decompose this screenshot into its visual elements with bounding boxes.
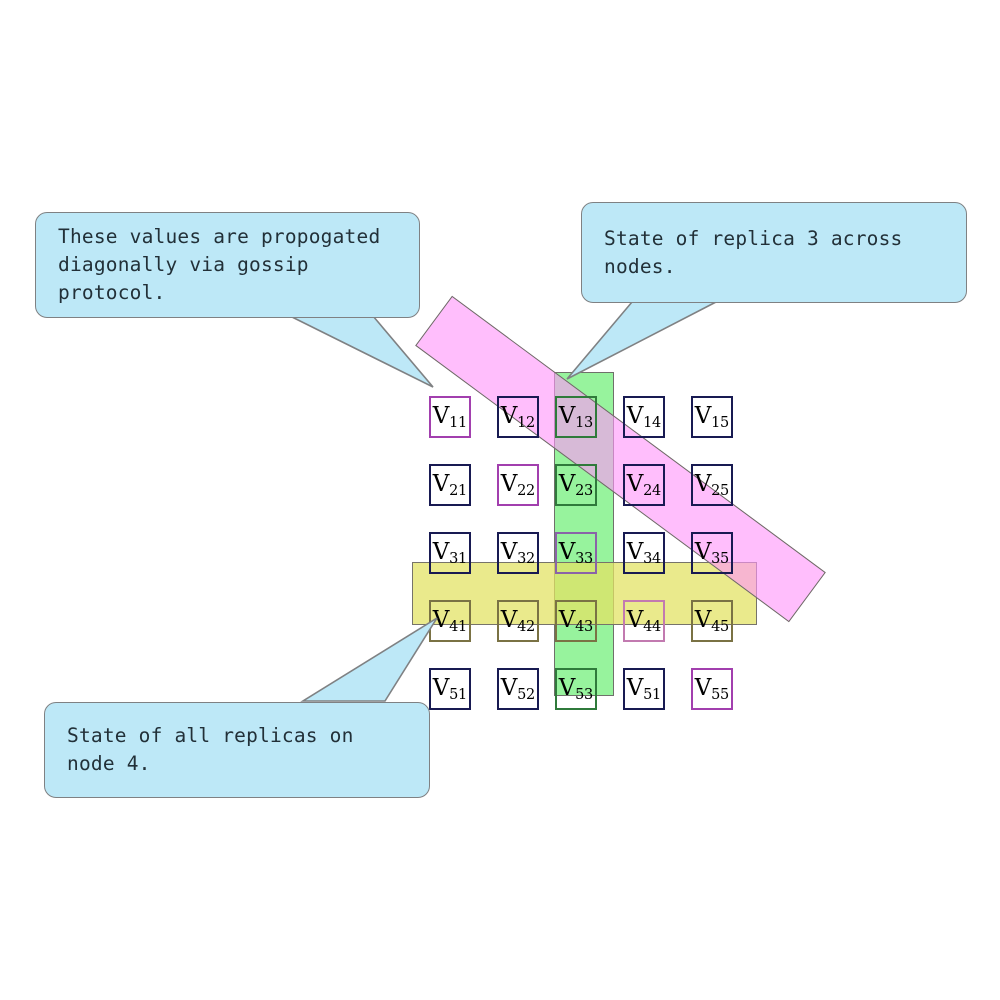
value-cell-subscript: 11 [449, 414, 467, 431]
value-cell-subscript: 15 [711, 414, 729, 431]
value-cell-subscript: 34 [643, 550, 661, 567]
value-cell-v12[interactable]: V12 [497, 396, 539, 438]
value-cell-subscript: 41 [449, 618, 467, 635]
value-cell-subscript: 24 [643, 482, 661, 499]
value-cell-v43[interactable]: V43 [555, 600, 597, 642]
value-cell-v31[interactable]: V31 [429, 532, 471, 574]
value-cell-v51[interactable]: V51 [429, 668, 471, 710]
value-cell-subscript: 52 [517, 686, 535, 703]
value-cell-subscript: 23 [575, 482, 593, 499]
value-cell-subscript: 42 [517, 618, 535, 635]
value-cell-v55[interactable]: V55 [691, 668, 733, 710]
value-cell-label: V45 [694, 606, 729, 635]
value-cell-subscript: 35 [711, 550, 729, 567]
value-cell-label: V24 [626, 470, 661, 499]
value-cell-subscript: 53 [575, 686, 593, 703]
value-cell-v24[interactable]: V24 [623, 464, 665, 506]
value-cell-label: V25 [694, 470, 729, 499]
value-cell-label: V33 [558, 538, 593, 567]
callout-node-4: State of all replicas on node 4. [44, 702, 430, 798]
value-cell-label: V43 [558, 606, 593, 635]
value-cell-subscript: 13 [575, 414, 593, 431]
callout-node-4-text: State of all replicas on node 4. [67, 724, 354, 775]
value-cell-v21[interactable]: V21 [429, 464, 471, 506]
value-cell-subscript: 51 [449, 686, 467, 703]
value-cell-v22[interactable]: V22 [497, 464, 539, 506]
value-cell-v32[interactable]: V32 [497, 532, 539, 574]
value-cell-subscript: 45 [711, 618, 729, 635]
callout-replica-3-text: State of replica 3 across nodes. [604, 226, 903, 278]
value-cell-label: V23 [558, 470, 593, 499]
value-cell-label: V34 [626, 538, 661, 567]
value-cell-v13[interactable]: V13 [555, 396, 597, 438]
callout-gossip: These values are propogated diagonally v… [35, 212, 420, 318]
value-cell-subscript: 51 [643, 686, 661, 703]
value-cell-label: V14 [626, 402, 661, 431]
value-cell-label: V52 [500, 674, 535, 703]
value-cell-subscript: 21 [449, 482, 467, 499]
value-cell-label: V22 [500, 470, 535, 499]
value-cell-label: V32 [500, 538, 535, 567]
value-cell-label: V51 [432, 674, 467, 703]
callout-tail-node4 [300, 617, 438, 702]
value-cell-subscript: 22 [517, 482, 535, 499]
value-cell-subscript: 32 [517, 550, 535, 567]
value-cell-v42[interactable]: V42 [497, 600, 539, 642]
value-cell-v44[interactable]: V44 [623, 600, 665, 642]
value-cell-label: V44 [626, 606, 661, 635]
callout-tail-replica3 [566, 301, 717, 380]
value-cell-label: V12 [500, 402, 535, 431]
value-cell-subscript: 25 [711, 482, 729, 499]
value-cell-v25[interactable]: V25 [691, 464, 733, 506]
value-cell-label: V13 [558, 402, 593, 431]
value-cell-v35[interactable]: V35 [691, 532, 733, 574]
value-cell-label: V51 [626, 674, 661, 703]
value-cell-subscript: 31 [449, 550, 467, 567]
value-cell-label: V35 [694, 538, 729, 567]
value-cell-v51[interactable]: V51 [623, 668, 665, 710]
value-cell-label: V21 [432, 470, 467, 499]
value-cell-subscript: 33 [575, 550, 593, 567]
value-cell-v23[interactable]: V23 [555, 464, 597, 506]
value-cell-v53[interactable]: V53 [555, 668, 597, 710]
value-cell-label: V42 [500, 606, 535, 635]
value-cell-v52[interactable]: V52 [497, 668, 539, 710]
callout-replica-3: State of replica 3 across nodes. [581, 202, 967, 303]
value-cell-subscript: 44 [643, 618, 661, 635]
value-cell-label: V41 [432, 606, 467, 635]
value-cell-label: V55 [694, 674, 729, 703]
value-cell-v15[interactable]: V15 [691, 396, 733, 438]
value-cell-v41[interactable]: V41 [429, 600, 471, 642]
value-cell-v33[interactable]: V33 [555, 532, 597, 574]
value-cell-v45[interactable]: V45 [691, 600, 733, 642]
value-cell-subscript: 55 [711, 686, 729, 703]
value-cell-label: V15 [694, 402, 729, 431]
value-cell-label: V11 [432, 402, 467, 431]
value-cell-v34[interactable]: V34 [623, 532, 665, 574]
callout-tail-gossip [289, 315, 434, 388]
callout-gossip-text: These values are propogated diagonally v… [58, 225, 381, 304]
value-cell-v14[interactable]: V14 [623, 396, 665, 438]
value-cell-subscript: 43 [575, 618, 593, 635]
value-cell-label: V31 [432, 538, 467, 567]
value-cell-v11[interactable]: V11 [429, 396, 471, 438]
value-cell-label: V53 [558, 674, 593, 703]
value-cell-subscript: 14 [643, 414, 661, 431]
value-cell-subscript: 12 [517, 414, 535, 431]
